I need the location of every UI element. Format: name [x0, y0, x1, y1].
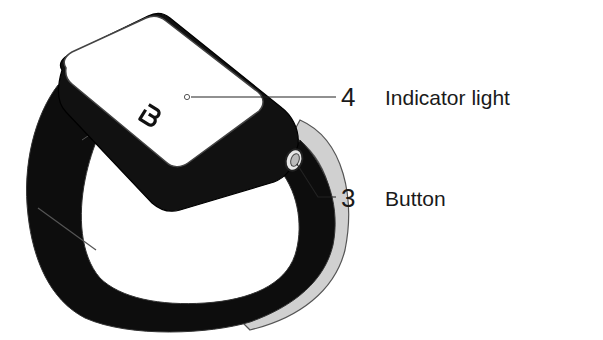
strap-seam: [38, 208, 96, 250]
side-button: [289, 153, 301, 168]
brand-logo: [140, 105, 161, 127]
callout-number: 3: [341, 185, 355, 211]
indicator-light: [184, 94, 189, 99]
callout-number: 4: [341, 84, 355, 110]
part-name: Button: [385, 188, 446, 209]
watch-face: [64, 16, 263, 166]
side-button: [283, 147, 306, 173]
leader-line: [297, 164, 336, 197]
leader-line: [191, 96, 336, 97]
part-name: Indicator light: [385, 87, 510, 108]
watch-body: [59, 14, 299, 212]
